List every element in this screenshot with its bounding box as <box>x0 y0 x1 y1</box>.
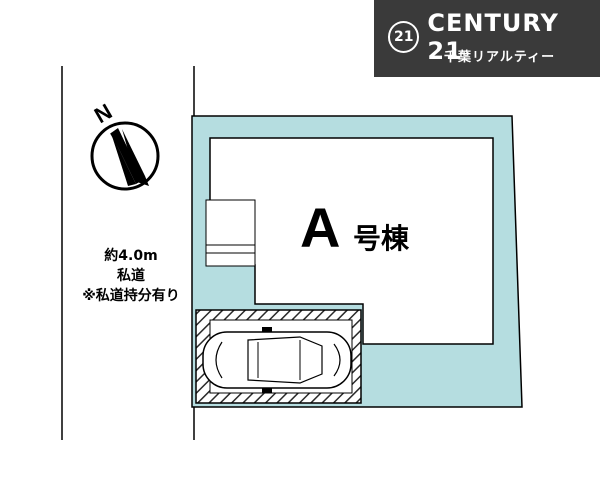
building-label-suffix: 号棟 <box>353 222 410 255</box>
road-width: 約4.0m <box>104 248 158 264</box>
brand-row: 21 CENTURY 21 <box>388 9 600 65</box>
building-label-a: A <box>300 196 340 259</box>
road-note: ※私道持分有り <box>82 288 180 304</box>
compass-label: N <box>90 99 116 129</box>
century21-logo-icon: 21 <box>388 21 420 53</box>
north-arrow-icon <box>90 121 160 191</box>
brand-subtitle: 千葉リアルティー <box>444 50 556 65</box>
entrance-porch <box>205 199 256 267</box>
road-info: 約4.0m 私道 ※私道持分有り <box>66 246 196 306</box>
road-type: 私道 <box>117 268 145 284</box>
brand-name: CENTURY 21 <box>427 9 559 65</box>
brand-banner: 21 CENTURY 21 千葉リアルティー <box>374 0 600 77</box>
car-icon <box>202 327 352 393</box>
